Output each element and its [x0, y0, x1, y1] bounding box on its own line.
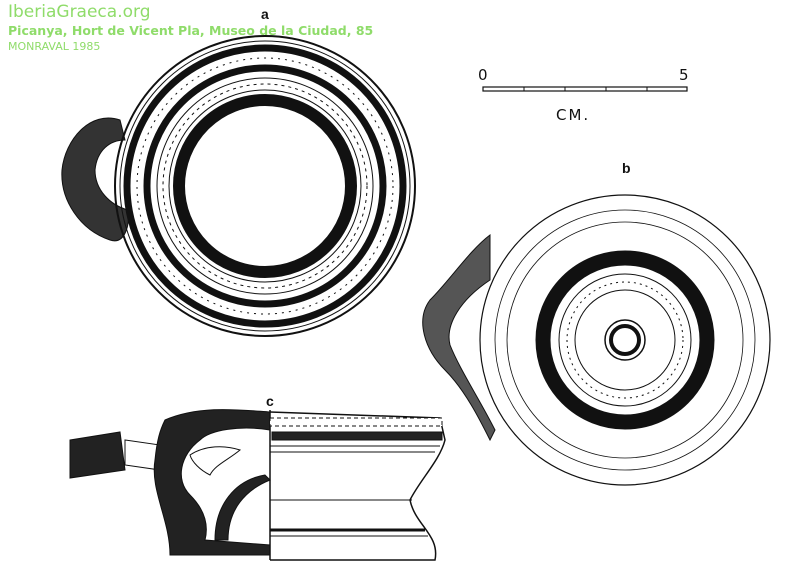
scale-start-label: 0 — [478, 66, 488, 84]
figure-c-profile — [69, 409, 446, 561]
figure-label-c: c — [266, 393, 274, 409]
scale-unit-label: CM. — [556, 106, 591, 124]
figure-b-bottom-view — [422, 194, 771, 486]
watermark-source: MONRAVAL 1985 — [8, 40, 101, 53]
figure-a-top-view — [61, 35, 416, 337]
watermark-site: IberiaGraeca.org — [8, 2, 151, 22]
watermark-location: Picanya, Hort de Vicent Pla, Museo de la… — [8, 23, 374, 38]
figure-label-a: a — [261, 6, 269, 22]
figure-label-b: b — [622, 160, 631, 176]
scale-end-label: 5 — [679, 66, 689, 84]
scale-bar — [482, 86, 688, 92]
